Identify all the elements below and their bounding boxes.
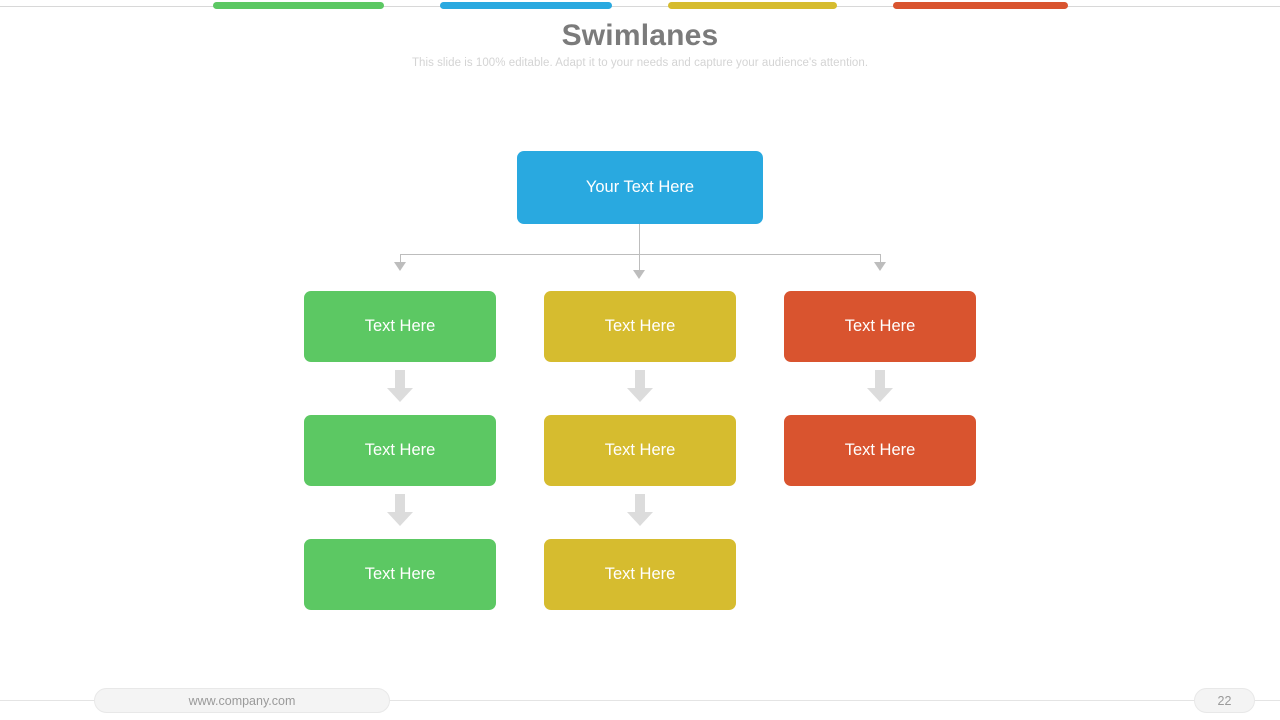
diagram-node-green-3[interactable]: Text Here [304,539,496,610]
connector-horizontal-bus [400,254,880,255]
top-segment-blue [440,2,612,9]
diagram-node-green-1-label: Text Here [364,317,436,335]
arrow-shaft [395,370,405,389]
diagram-node-yellow-1[interactable]: Text Here [544,291,736,362]
diagram-node-root-label: Your Text Here [585,178,695,196]
top-segment-red [893,2,1068,9]
arrow-head [387,512,413,526]
diagram-node-green-2[interactable]: Text Here [304,415,496,486]
arrow-shaft [635,494,645,513]
arrow-head [867,388,893,402]
arrow-shaft [635,370,645,389]
diagram-node-yellow-2-label: Text Here [604,441,676,459]
connector-drop-lane-red [880,254,881,263]
connector-drop-lane-green [400,254,401,263]
down-arrow-icon-green-1-to-2 [387,370,413,402]
arrow-shaft [875,370,885,389]
diagram-node-red-2[interactable]: Text Here [784,415,976,486]
footer-website[interactable]: www.company.com [94,688,390,713]
arrow-shaft [395,494,405,513]
diagram-node-yellow-3-label: Text Here [604,565,676,583]
page-title: Swimlanes [561,19,719,52]
page-number: 22 [1194,688,1255,713]
diagram-node-yellow-1-label: Text Here [604,317,676,335]
connector-drop-lane-yellow [639,254,640,271]
down-arrow-icon-red-1-to-2 [867,370,893,402]
arrow-head [627,388,653,402]
down-arrow-icon-green-2-to-3 [387,494,413,526]
diagram-node-green-3-label: Text Here [364,565,436,583]
diagram-node-green-2-label: Text Here [364,441,436,459]
arrow-head [387,388,413,402]
top-divider-line [0,6,1280,7]
arrow-head [627,512,653,526]
arrowhead-icon-lane-red [874,262,886,271]
diagram-node-red-1[interactable]: Text Here [784,291,976,362]
top-segment-green [213,2,384,9]
diagram-node-yellow-2[interactable]: Text Here [544,415,736,486]
diagram-node-red-1-label: Text Here [844,317,916,335]
footer-divider-line [0,700,1280,701]
diagram-node-green-1[interactable]: Text Here [304,291,496,362]
top-segment-yellow [668,2,837,9]
diagram-node-root[interactable]: Your Text Here [517,151,763,224]
down-arrow-icon-yellow-2-to-3 [627,494,653,526]
down-arrow-icon-yellow-1-to-2 [627,370,653,402]
page-subtitle: This slide is 100% editable. Adapt it to… [411,57,869,69]
connector-root-stem [639,224,640,255]
arrowhead-icon-lane-green [394,262,406,271]
diagram-node-yellow-3[interactable]: Text Here [544,539,736,610]
arrowhead-icon-lane-yellow [633,270,645,279]
diagram-node-red-2-label: Text Here [844,441,916,459]
